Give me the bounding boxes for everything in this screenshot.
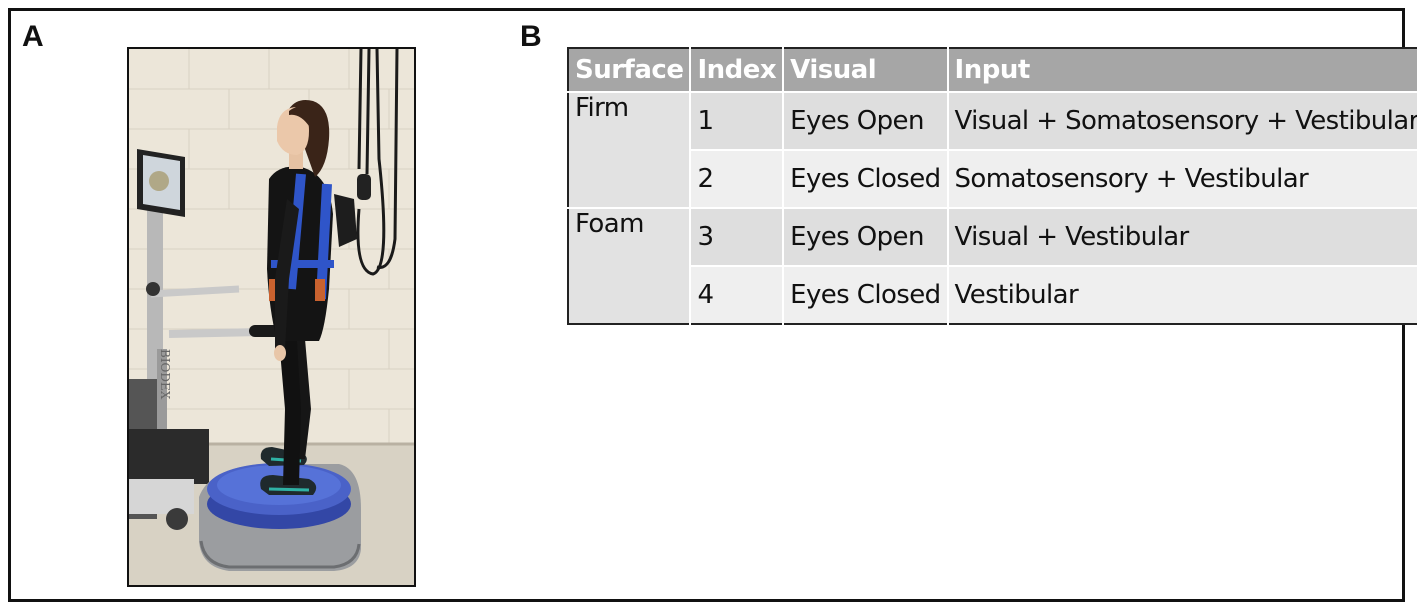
header-surface: Surface	[568, 48, 692, 92]
header-visual: Visual	[783, 48, 949, 92]
table-row: Foam 3 Eyes Open Visual + Vestibular	[568, 207, 1417, 324]
table-row: Firm 1 Eyes Open Visual + Somatosensory …	[568, 91, 1417, 208]
input-cell: Visual + Somatosensory + Vestibular	[947, 91, 1417, 150]
balance-system-photo: BIODEX	[127, 47, 416, 587]
table-row: 4 Eyes Closed Vestibular	[568, 265, 1417, 324]
sensory-conditions-table: Surface Index Visual Input Firm 1 Eyes O…	[567, 47, 1417, 325]
table-header-row: Surface Index Visual Input	[568, 48, 1417, 92]
panel-a-label: A	[22, 20, 44, 53]
input-cell: Somatosensory + Vestibular	[947, 149, 1417, 208]
panel-b-label: B	[520, 20, 542, 53]
index-cell: 1	[690, 91, 785, 150]
visual-cell: Eyes Open	[783, 207, 949, 266]
input-cell: Vestibular	[947, 265, 1417, 324]
index-cell: 4	[690, 265, 785, 324]
header-input: Input	[947, 48, 1417, 92]
table-row: 2 Eyes Closed Somatosensory + Vestibular	[568, 149, 1417, 208]
surface-cell-firm: Firm	[568, 91, 692, 208]
index-cell: 2	[690, 149, 785, 208]
input-cell: Visual + Vestibular	[947, 207, 1417, 266]
header-index: Index	[690, 48, 785, 92]
index-cell: 3	[690, 207, 785, 266]
device-brand-text: BIODEX	[158, 349, 172, 400]
visual-cell: Eyes Closed	[783, 265, 949, 324]
visual-cell: Eyes Closed	[783, 149, 949, 208]
visual-cell: Eyes Open	[783, 91, 949, 150]
surface-cell-foam: Foam	[568, 207, 692, 324]
